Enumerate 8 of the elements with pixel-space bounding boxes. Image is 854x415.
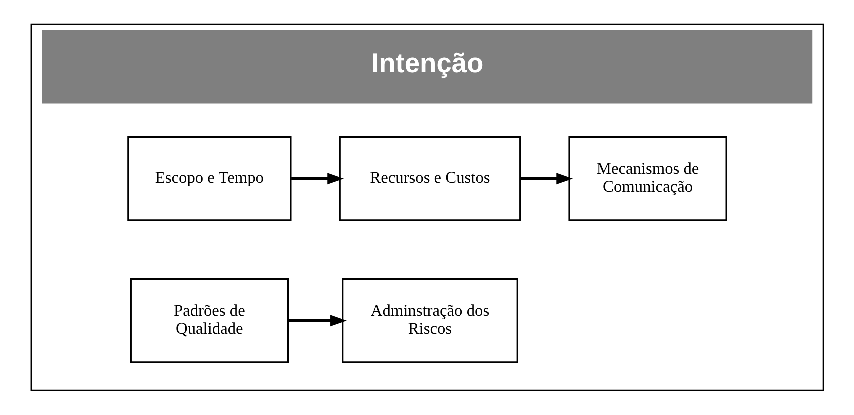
arrow bbox=[291, 173, 344, 185]
arrow bbox=[288, 315, 346, 327]
arrow bbox=[520, 173, 573, 185]
node-box: Mecanismos de Comunicação bbox=[568, 136, 727, 222]
node-box: Padrões de Qualidade bbox=[130, 278, 289, 364]
node-box: Escopo e Tempo bbox=[127, 136, 292, 222]
node-box: Recursos e Custos bbox=[338, 136, 521, 222]
node-box: Adminstração dos Riscos bbox=[342, 278, 518, 364]
